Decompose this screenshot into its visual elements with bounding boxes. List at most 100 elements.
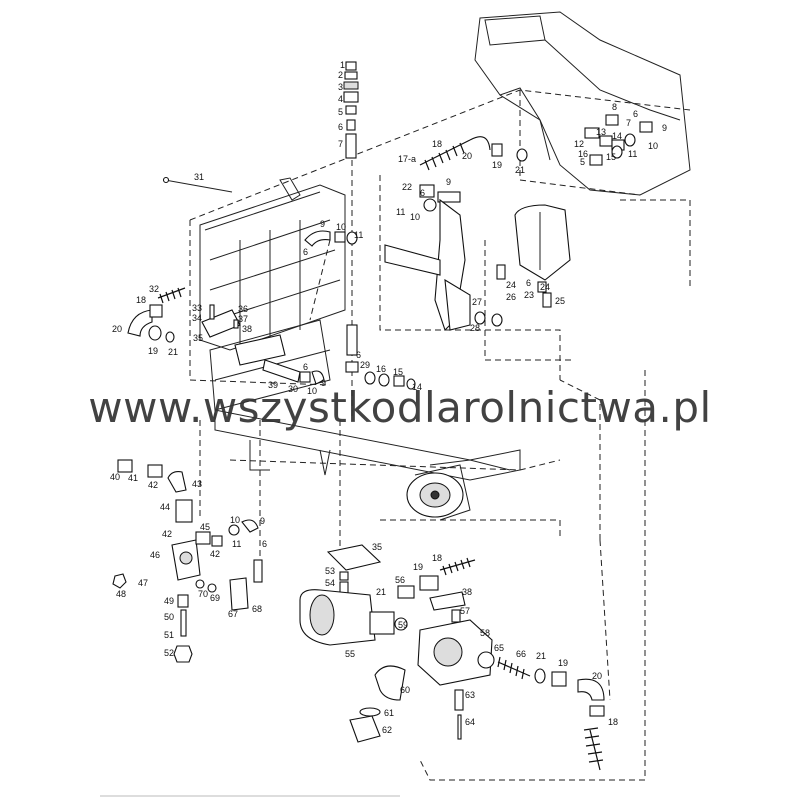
label-21c: 21 — [376, 587, 386, 597]
label-43: 43 — [192, 479, 202, 489]
vertical-valve-stack — [343, 61, 359, 159]
left-frame — [199, 177, 346, 411]
label-56: 56 — [395, 575, 405, 585]
label-47: 47 — [138, 578, 148, 588]
routing-lines — [199, 150, 691, 781]
label-53: 53 — [325, 566, 335, 576]
label-17a: 17-a — [398, 154, 416, 164]
label-20c: 20 — [592, 671, 602, 681]
label-39: 39 — [268, 380, 278, 390]
label-18b: 18 — [136, 295, 146, 305]
mounting-plate-upper — [201, 304, 286, 366]
label-26: 26 — [506, 292, 516, 302]
label-29: 29 — [360, 360, 370, 370]
pump-housing — [406, 464, 471, 521]
label-13: 13 — [596, 127, 606, 137]
label-45: 45 — [200, 522, 210, 532]
label-66: 66 — [516, 649, 526, 659]
label-9d: 9 — [321, 378, 326, 388]
label-6d: 6 — [303, 247, 308, 257]
label-50: 50 — [164, 612, 174, 622]
label-44: 44 — [160, 502, 170, 512]
label-20: 20 — [462, 151, 472, 161]
machine-frame-outline — [189, 11, 691, 386]
label-6b: 6 — [633, 109, 638, 119]
label-48: 48 — [116, 589, 126, 599]
label-63: 63 — [465, 690, 475, 700]
label-10c: 10 — [336, 222, 346, 232]
label-19: 19 — [492, 160, 502, 170]
label-21d: 21 — [536, 651, 546, 661]
label-38b: 38 — [462, 587, 472, 597]
label-30: 30 — [288, 384, 298, 394]
label-10: 10 — [648, 141, 658, 151]
upper-right-fittings — [584, 114, 653, 166]
label-18d: 18 — [608, 717, 618, 727]
label-18c: 18 — [432, 553, 442, 563]
label-59: 59 — [398, 620, 408, 630]
label-15: 15 — [606, 152, 616, 162]
label-32: 32 — [149, 284, 159, 294]
label-28: 28 — [470, 323, 480, 333]
label-10d: 10 — [307, 386, 317, 396]
label-11b: 11 — [396, 207, 405, 217]
label-5: 5 — [338, 107, 343, 117]
frame-lower-fittings — [262, 359, 325, 385]
central-manifold — [384, 184, 503, 332]
label-9c: 9 — [320, 219, 325, 229]
label-27: 27 — [472, 297, 482, 307]
label-49: 49 — [164, 596, 174, 606]
label-6h: 6 — [262, 539, 267, 549]
label-69: 69 — [210, 593, 220, 603]
label-55: 55 — [345, 649, 355, 659]
label-9e: 9 — [260, 516, 265, 526]
label-64: 64 — [465, 717, 475, 727]
label-6e: 6 — [526, 278, 531, 288]
lower-main-valve — [299, 544, 605, 771]
label-37: 37 — [238, 314, 248, 324]
label-46: 46 — [150, 550, 160, 560]
label-35: 35 — [193, 333, 203, 343]
label-7b: 7 — [626, 118, 631, 128]
label-6: 6 — [338, 122, 343, 132]
part-number-labels: 1 2 3 4 5 6 7 8 6 7 9 13 14 12 10 16 11 … — [110, 60, 667, 735]
label-9b: 9 — [446, 177, 451, 187]
label-68: 68 — [252, 604, 262, 614]
label-21: 21 — [515, 165, 525, 175]
side-fittings-row — [345, 324, 416, 390]
left-hose-assembly — [127, 287, 186, 343]
label-57: 57 — [460, 606, 470, 616]
label-54: 54 — [325, 578, 335, 588]
label-11d: 11 — [232, 539, 241, 549]
label-6f: 6 — [356, 350, 361, 360]
label-12: 12 — [574, 139, 584, 149]
label-19d: 19 — [558, 658, 568, 668]
label-2: 2 — [338, 70, 343, 80]
label-5b: 5 — [580, 157, 585, 167]
rod-part — [162, 176, 233, 193]
label-31: 31 — [194, 172, 204, 182]
label-35b: 35 — [372, 542, 382, 552]
label-14b: 14 — [412, 382, 422, 392]
label-65: 65 — [494, 643, 504, 653]
label-19c: 19 — [413, 562, 423, 572]
label-40: 40 — [110, 472, 120, 482]
label-21b: 21 — [168, 347, 178, 357]
label-20b: 20 — [112, 324, 122, 334]
label-42c: 42 — [210, 549, 220, 559]
label-62: 62 — [382, 725, 392, 735]
right-reservoir — [496, 204, 571, 308]
label-58: 58 — [480, 628, 490, 638]
label-15b: 15 — [393, 367, 403, 377]
label-11: 11 — [628, 149, 637, 159]
spring-hose-top — [419, 136, 528, 171]
label-10e: 10 — [230, 515, 240, 525]
label-19b: 19 — [148, 346, 158, 356]
label-6g: 6 — [303, 362, 308, 372]
label-11c: 11 — [354, 230, 363, 240]
label-52: 52 — [164, 648, 174, 658]
label-67: 67 — [228, 609, 238, 619]
lower-left-valve-assembly — [112, 459, 263, 663]
